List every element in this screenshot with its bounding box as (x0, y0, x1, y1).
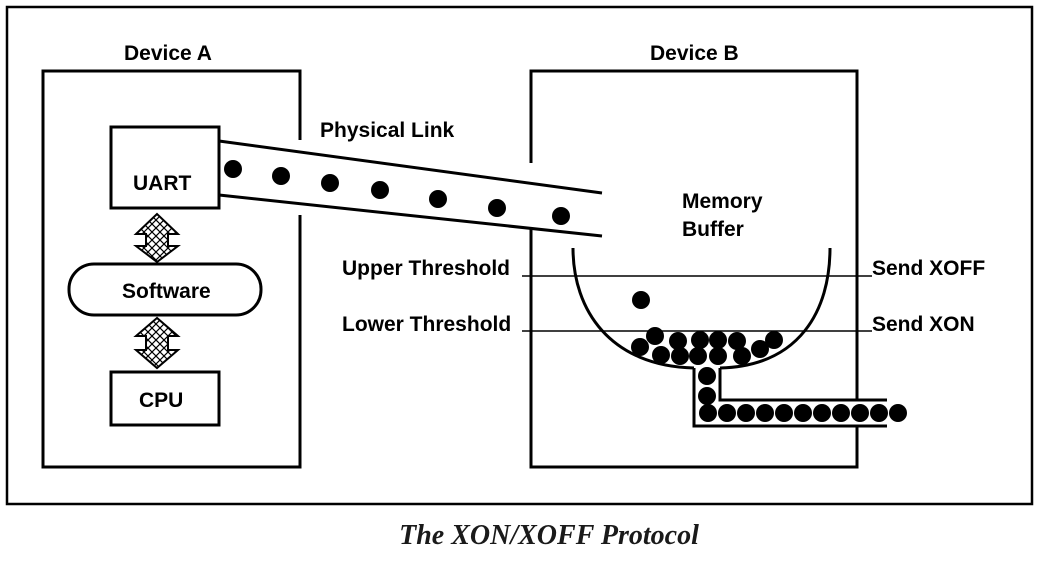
link-bit (371, 181, 389, 199)
software-label: Software (122, 280, 211, 303)
memory-buffer-line-1: Memory (682, 190, 763, 213)
device-b-box (529, 69, 859, 400)
uart-software-arrow (133, 212, 181, 264)
uart-label: UART (133, 172, 191, 195)
physical-link-top (218, 139, 603, 195)
link-bits (224, 160, 570, 225)
link-bit (429, 190, 447, 208)
figure-caption: The XON/XOFF Protocol (399, 520, 699, 551)
cpu-label: CPU (139, 389, 183, 412)
outer-frame (5, 5, 1034, 506)
buffer-bit (751, 340, 769, 358)
send-xoff-label: Send XOFF (872, 257, 985, 280)
buffer-bit (631, 338, 649, 356)
drain-bit (756, 404, 774, 422)
buffer-bit (669, 332, 687, 350)
drain-bits (699, 404, 907, 422)
drain-bit (699, 404, 717, 422)
buffer-bits (631, 291, 783, 405)
drain-bit (813, 404, 831, 422)
buffer-bit (698, 387, 716, 405)
buffer-bit (671, 347, 689, 365)
link-bit (488, 199, 506, 217)
buffer-bit (689, 347, 707, 365)
cpu-box (109, 370, 221, 427)
buffer-bit (646, 327, 664, 345)
drain-pipe-inner (718, 368, 887, 402)
software-box (67, 262, 263, 317)
physical-link-bottom (218, 193, 603, 238)
buffer-bit (709, 347, 727, 365)
link-bit (552, 207, 570, 225)
drain-bit (718, 404, 736, 422)
drain-bit (889, 404, 907, 422)
device-b-title: Device B (650, 42, 739, 65)
memory-buffer-line-2: Buffer (682, 218, 744, 241)
drain-bit (737, 404, 755, 422)
drain-bit (832, 404, 850, 422)
upper-threshold-label: Upper Threshold (342, 257, 510, 280)
link-bit (272, 167, 290, 185)
buffer-bit (733, 347, 751, 365)
uart-box (109, 125, 221, 210)
memory-buffer-label: Memory Buffer (682, 190, 768, 241)
device-a-title: Device A (124, 42, 212, 65)
buffer-bowl (571, 247, 695, 370)
send-xon-label: Send XON (872, 313, 975, 336)
buffer-bit (765, 331, 783, 349)
software-cpu-arrow (133, 316, 181, 370)
device-a-box (219, 69, 302, 140)
link-bit (321, 174, 339, 192)
buffer-bit (698, 367, 716, 385)
drain-bit (870, 404, 888, 422)
drain-bit (851, 404, 869, 422)
buffer-bit (728, 332, 746, 350)
buffer-bit (632, 291, 650, 309)
link-bit (224, 160, 242, 178)
physical-link-label: Physical Link (320, 119, 455, 142)
drain-bit (775, 404, 793, 422)
buffer-bit (652, 346, 670, 364)
lower-threshold-label: Lower Threshold (342, 313, 511, 336)
drain-bit (794, 404, 812, 422)
buffer-bit (709, 331, 727, 349)
buffer-bit (691, 331, 709, 349)
drain-pipe-outer (692, 368, 887, 428)
